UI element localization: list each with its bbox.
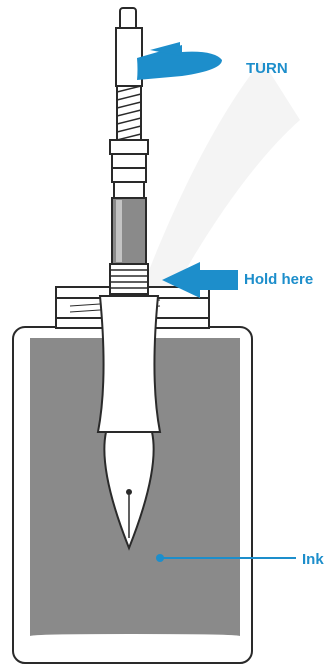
piston-knob xyxy=(119,7,137,31)
turn-label: TURN xyxy=(246,60,288,77)
fountain-pen xyxy=(96,7,162,551)
pen-collar xyxy=(109,139,149,155)
hold-arrow-icon xyxy=(162,262,238,298)
ink-pointer xyxy=(156,554,296,562)
thread-lines xyxy=(116,85,142,141)
ink-label: Ink xyxy=(302,551,324,568)
background-watermark xyxy=(70,60,300,520)
hold-here-label: Hold here xyxy=(244,271,314,288)
turn-arrow-icon xyxy=(137,42,222,80)
pen-section xyxy=(96,295,162,433)
grip-rings xyxy=(109,263,149,295)
